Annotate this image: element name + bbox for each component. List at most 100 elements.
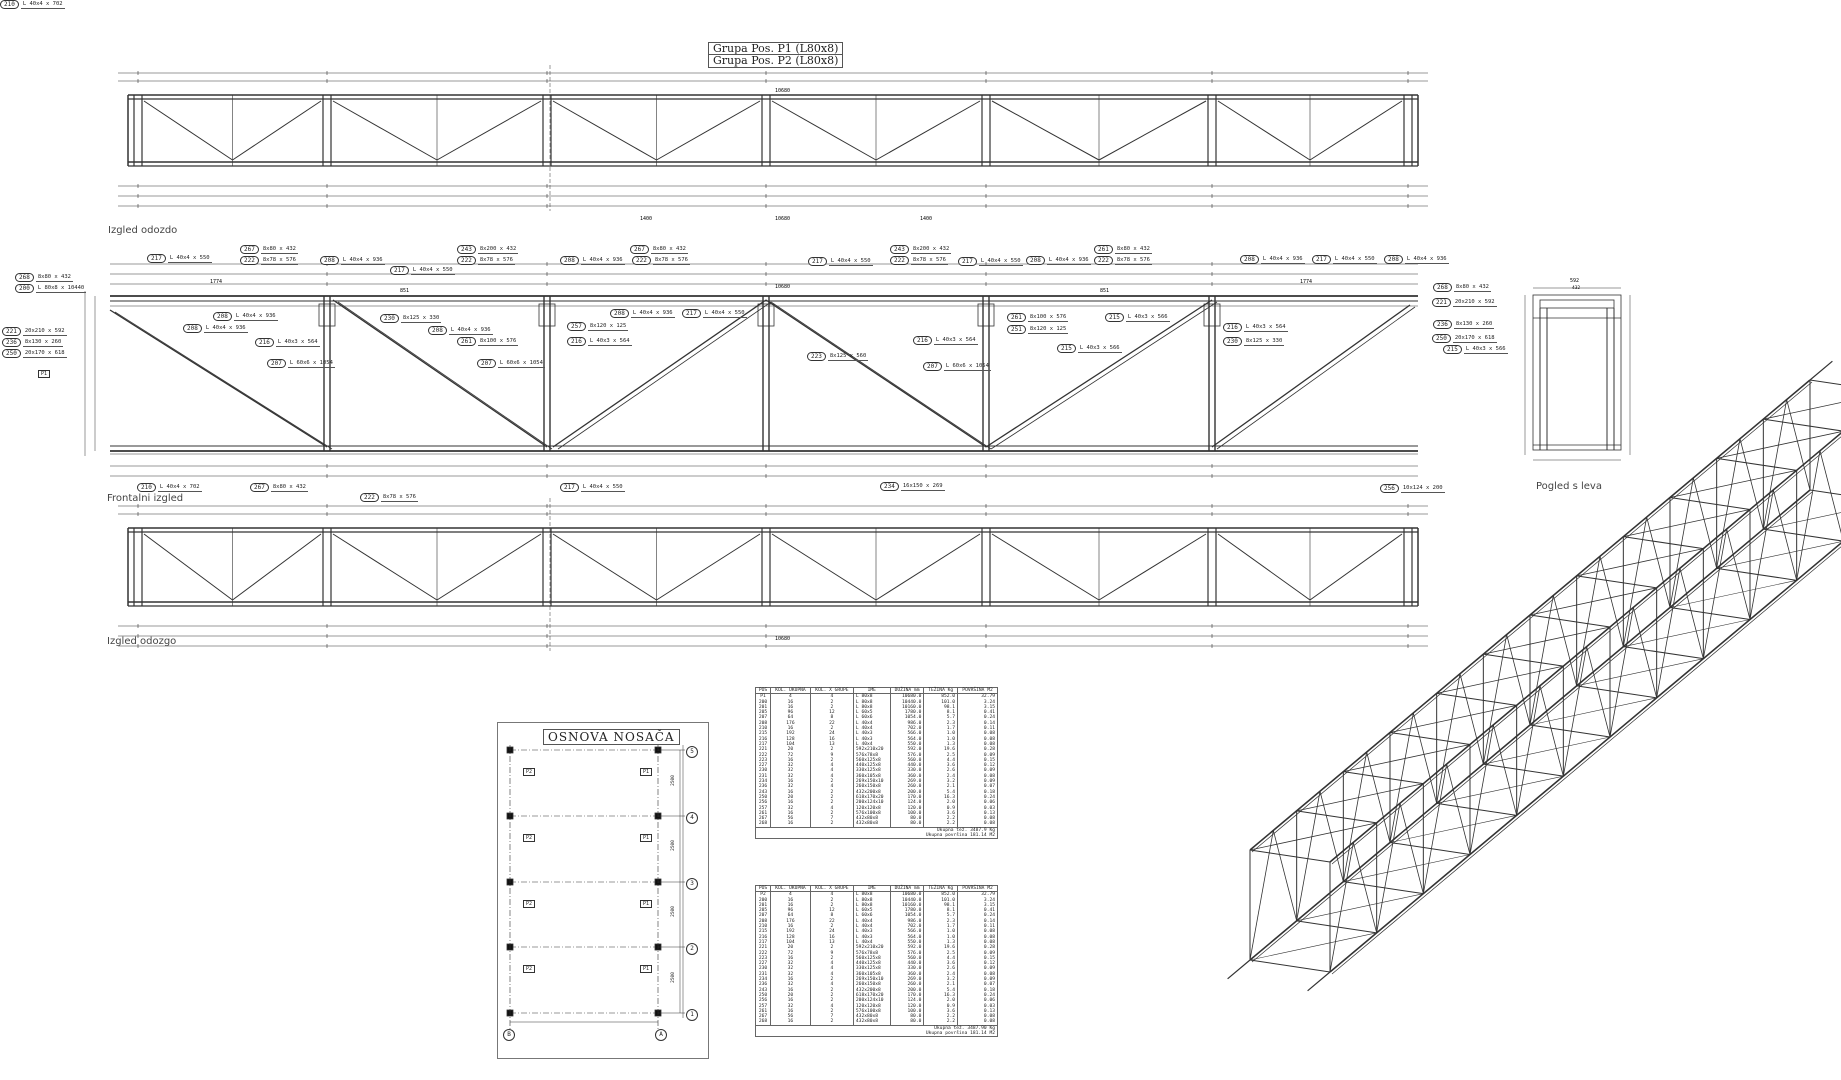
table-cell: L 40x3 (852, 929, 891, 935)
iso-diagonal (1529, 595, 1554, 726)
iso-crossbar (1529, 614, 1611, 628)
table-cell: 576x100x8 (852, 1008, 891, 1015)
iso-bracing (1763, 512, 1841, 530)
table-cell: 2 (809, 945, 854, 951)
diagonal-line (1309, 533, 1403, 601)
iso-bracing (1436, 775, 1564, 804)
iso-chord (1809, 360, 1833, 381)
part-spec: L 40x3 x 566 (1125, 313, 1170, 322)
table-cell: 22 (809, 720, 854, 727)
part-number: 217 (1312, 255, 1331, 264)
part-number: 208 (213, 312, 232, 321)
iso-diagonal (1459, 673, 1484, 765)
table-cell: 4 (809, 693, 854, 700)
iso-chord (1251, 381, 1813, 853)
part-spec: 8x125 x 330 (400, 314, 442, 323)
total-area: Ukupna površina 181.14 M2 (925, 1031, 995, 1037)
table-cell: 0.09 (957, 768, 998, 774)
part-number: 208 (1026, 256, 1045, 265)
table-cell: 0.08 (957, 971, 998, 978)
diagonal-line (332, 533, 438, 601)
diagonal-line (991, 100, 1100, 161)
table-cell: 0.18 (957, 789, 998, 795)
column-header: KOL. UKUPNA (769, 686, 811, 695)
table-cell: 200 (755, 699, 771, 705)
part-spec: L 40x4 x 550 (167, 254, 212, 263)
dim-panel: 1400 (640, 216, 652, 222)
iso-crossbar (1669, 607, 1751, 620)
part-spec: L 40x4 x 936 (1404, 255, 1449, 264)
column-header: KOL. X GRUPE (809, 686, 854, 695)
table-cell: 0.18 (957, 987, 998, 993)
table-cell: 32.79 (957, 891, 998, 898)
table-cell: 576x78x8 (852, 752, 891, 758)
part-spec: L 40x3 x 564 (587, 337, 632, 346)
iso-diagonal (1366, 751, 1391, 843)
part-spec: L 60x6 x 1054 (287, 359, 335, 368)
part-number: 256 (1380, 484, 1399, 493)
table-cell: 0.14 (957, 918, 998, 925)
part-spec: L 40x4 x 550 (828, 257, 873, 266)
iso-bracing (1296, 783, 1424, 812)
isometric-3d-view (1227, 360, 1841, 992)
part-spec: 8x78 x 576 (260, 256, 298, 265)
iso-bracing (1669, 580, 1797, 608)
gusset-plate (1203, 303, 1221, 327)
part-number: 230 (1223, 337, 1242, 346)
table-cell: 260x150x8 (852, 982, 891, 988)
diagonal-member (332, 299, 548, 448)
grid-axis-b: B (503, 1029, 515, 1041)
table-cell: 0.15 (957, 757, 998, 764)
iso-crossbar (1436, 802, 1517, 816)
position-tag: P1 (38, 370, 51, 378)
table-cell: 221 (755, 945, 771, 951)
diagonal-line (143, 100, 233, 161)
table-cell: 0.06 (957, 998, 998, 1004)
iso-diagonal (1516, 685, 1541, 816)
truss-tag-p1: P1 (640, 900, 653, 908)
part-spec: 20x170 x 618 (22, 349, 67, 358)
iso-bracing (1249, 822, 1377, 851)
part-spec: L 40x4 x 702 (20, 0, 65, 9)
table-cell: 12 (809, 908, 854, 914)
diagonal-member (985, 299, 1213, 448)
iso-chord (1331, 546, 1841, 975)
column-header: POVRŠINA M2 (957, 686, 998, 695)
table-cell: 0.07 (957, 784, 998, 790)
part-number: 267 (250, 483, 269, 492)
part-number: 210 (0, 0, 19, 9)
table-cell: 0.03 (957, 1003, 998, 1009)
diagonal-member (1211, 304, 1411, 448)
table-cell: 217 (755, 939, 771, 946)
table-cell: 4 (809, 891, 854, 898)
side-frame (1532, 294, 1622, 451)
table-cell: 223 (755, 955, 771, 962)
table-cell: 0.09 (957, 752, 998, 758)
table-cell: 0.08 (957, 731, 998, 737)
diagonal-member (765, 299, 987, 448)
truss-tag-p1: P1 (640, 834, 653, 842)
table-cell: 0.14 (957, 720, 998, 727)
diagonal-line (436, 533, 542, 601)
iso-diagonal (1739, 438, 1764, 530)
table-cell: 231 (755, 773, 771, 780)
